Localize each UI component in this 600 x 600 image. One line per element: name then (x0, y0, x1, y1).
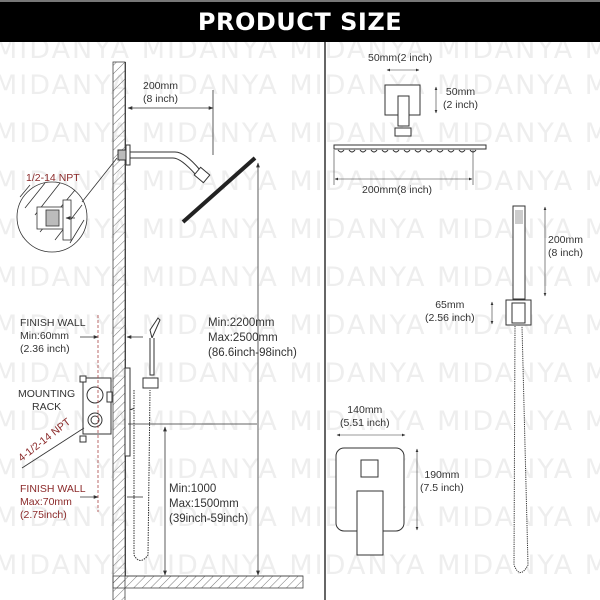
handheld-length-label: 200mm (8 inch) (548, 234, 583, 260)
finish-wall-min-value: Min:60mm (20, 330, 70, 342)
flange-width-label: 50mm(2 inch) (368, 52, 433, 64)
flange-height-label: 50mm (2 inch) (443, 86, 478, 112)
finish-wall-max-value: Max:70mm (20, 496, 72, 508)
valve-height-inch: (39inch-59inch) (169, 513, 249, 525)
holder-height-mm: 65mm (435, 299, 465, 311)
valve-height-min: Min:1000 (169, 483, 217, 495)
plate-width-label: 140mm (5.51 inch) (340, 404, 390, 430)
holder-height-label: 65mm (2.56 inch) (425, 299, 475, 325)
head-height-inch: (86.6inch-98inch) (208, 347, 297, 359)
plate-width-mm: 140mm (347, 404, 383, 416)
inlet-detail-magnifier-icon (16, 157, 118, 253)
mounting-rack-line2: RACK (31, 401, 62, 413)
inlet-thread-label: 1/2-14 NPT (26, 172, 80, 184)
arm-length-label: 200mm (8 inch) (143, 80, 178, 106)
finish-wall-max-label: FINISH WALL Max:70mm (2.75inch) (20, 483, 86, 522)
finish-wall-min-title: FINISH WALL (20, 317, 86, 329)
wall-hatch-icon (112, 61, 304, 600)
shower-head-side-view-icon (333, 84, 487, 153)
head-height-max: Max:2500mm (208, 332, 278, 344)
mounting-rack-label: MOUNTING RACK (18, 388, 75, 414)
head-width-label: 200mm(8 inch) (362, 184, 433, 196)
hand-shower-detail-icon (505, 205, 532, 573)
page-title: PRODUCT SIZE (197, 8, 403, 36)
flange-height-mm: 50mm (445, 86, 476, 98)
plate-height-label: 190mm (7.5 inch) (420, 469, 464, 495)
finish-wall-min-inch: (2.36 inch) (20, 343, 70, 355)
handheld-length-inch: (8 inch) (548, 247, 584, 259)
plate-width-inch: (5.51 inch) (340, 417, 390, 429)
valve-trim-plate-icon (335, 447, 405, 556)
finish-wall-max-title: FINISH WALL (20, 483, 86, 495)
arm-length-inch: (8 inch) (143, 93, 179, 105)
rain-shower-head-icon (117, 144, 257, 224)
hand-shower-icon (133, 317, 161, 561)
handheld-length-mm: 200mm (548, 234, 584, 246)
flange-height-inch: (2 inch) (443, 99, 479, 111)
head-height-min: Min:2200mm (208, 317, 275, 329)
mounting-rack-line1: MOUNTING (18, 388, 76, 400)
finish-wall-max-inch: (2.75inch) (20, 509, 67, 521)
arm-length-mm: 200mm (143, 80, 179, 92)
mounting-rack-icon (79, 367, 131, 457)
plate-height-inch: (7.5 inch) (420, 482, 464, 494)
holder-height-inch: (2.56 inch) (425, 312, 475, 324)
header-banner: PRODUCT SIZE (0, 0, 600, 42)
head-height-label: Min:2200mm Max:2500mm (86.6inch-98inch) (208, 316, 297, 361)
valve-height-label: Min:1000 Max:1500mm (39inch-59inch) (169, 482, 248, 527)
plate-height-mm: 190mm (424, 469, 460, 481)
valve-height-max: Max:1500mm (169, 498, 239, 510)
finish-wall-min-label: FINISH WALL Min:60mm (2.36 inch) (20, 317, 86, 356)
